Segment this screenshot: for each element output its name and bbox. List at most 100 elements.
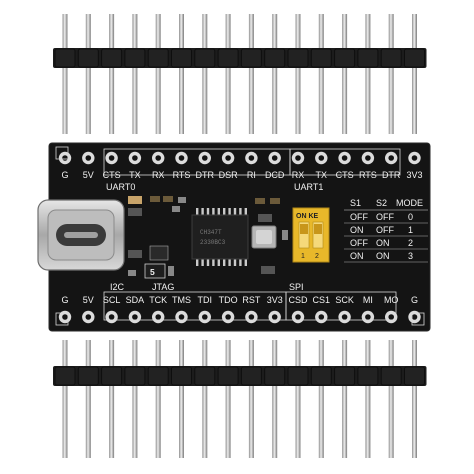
spi-label: SPI — [289, 282, 304, 292]
bottom-header-segment — [101, 366, 123, 386]
top-header-pin — [132, 14, 138, 134]
dip-switch-number-2: 2 — [315, 253, 319, 260]
top-header-segment — [310, 48, 332, 68]
top-header-segment — [147, 48, 169, 68]
top-pad-hole — [202, 155, 208, 161]
ic-leg — [239, 258, 242, 266]
top-pad-hole — [132, 155, 138, 161]
ic-leg — [223, 208, 226, 216]
bottom-header-segment — [147, 366, 169, 386]
bottom-pin-label: TCK — [149, 295, 167, 305]
top-pad-hole — [178, 155, 185, 161]
bottom-pin-label: TDO — [219, 295, 238, 305]
bottom-header-pin — [318, 340, 324, 458]
ic-leg — [212, 208, 215, 216]
bottom-header-segment — [240, 366, 262, 386]
bottom-pin-label: MO — [384, 295, 399, 305]
top-pad-hole — [85, 155, 92, 161]
passive-components — [128, 196, 288, 276]
top-header-segment — [194, 48, 216, 68]
dip-switch-number-1: 1 — [301, 253, 305, 260]
mode-table-header-s1: S1 — [350, 198, 361, 208]
top-pin-label: 3V3 — [406, 170, 422, 180]
ic-leg — [228, 208, 231, 216]
top-header-segment — [77, 48, 99, 68]
top-header-segment — [171, 48, 192, 68]
top-header-pin — [412, 14, 417, 134]
top-header-segment — [54, 48, 76, 68]
bottom-header-pin — [248, 340, 254, 458]
regulator-marking: 5 — [150, 267, 155, 277]
top-pin-header — [53, 14, 427, 134]
bottom-header-segment — [380, 366, 402, 386]
top-header-segment — [380, 48, 402, 68]
bottom-pad-hole — [318, 314, 325, 320]
top-pad-hole — [341, 155, 348, 161]
top-pin-label: DCD — [265, 170, 285, 180]
top-header-pin — [272, 14, 278, 134]
top-pin-label: DTR — [196, 170, 215, 180]
bottom-header-segment — [171, 366, 192, 386]
mode-table-header-mode: MODE — [396, 198, 423, 208]
bottom-header-pin — [412, 340, 417, 458]
bottom-header-pin — [225, 340, 231, 458]
top-header-segment — [217, 48, 239, 68]
bottom-pin-label: 3V3 — [267, 295, 283, 305]
top-header-pin — [85, 14, 91, 134]
top-pad-hole — [295, 155, 301, 161]
bottom-pad-hole — [271, 314, 278, 320]
ic-leg — [201, 208, 204, 216]
uart0-label: UART0 — [106, 182, 135, 192]
ic-leg — [201, 258, 204, 266]
bottom-pad-hole — [108, 314, 115, 320]
top-pad-hole — [155, 155, 161, 161]
ic-leg — [196, 208, 199, 216]
top-pad-hole — [411, 155, 418, 161]
top-pin-label: DSR — [219, 170, 239, 180]
top-header-segment — [404, 48, 425, 68]
ic-leg — [244, 208, 247, 216]
top-header-pin — [342, 14, 348, 134]
crystal-oscillator — [251, 225, 277, 249]
bottom-pad-hole — [132, 314, 138, 320]
dip-switch-icon: ON KE 1 2 — [292, 207, 330, 263]
mode-table-cell: ON — [376, 251, 390, 261]
mode-table-cell: ON — [350, 225, 364, 235]
bottom-header-segment — [124, 366, 146, 386]
bottom-header-segment — [310, 366, 332, 386]
top-pin-label: RTS — [173, 170, 191, 180]
bottom-pad-hole — [248, 314, 255, 320]
bottom-pad-hole — [295, 314, 301, 320]
top-pin-label: CTS — [336, 170, 354, 180]
ic-leg — [212, 258, 215, 266]
bottom-pad-hole — [62, 314, 68, 320]
ic-leg — [228, 258, 231, 266]
top-pin-label: RX — [152, 170, 165, 180]
top-pin-label: TX — [129, 170, 141, 180]
top-pad-hole — [271, 155, 278, 161]
bottom-pin-label: CSD — [288, 295, 308, 305]
bottom-pad-hole — [365, 314, 371, 320]
top-pad-hole — [248, 155, 255, 161]
chip-marking-line2: 2330BC3 — [200, 239, 226, 246]
top-pad-hole — [225, 155, 231, 161]
bottom-header-pin — [342, 340, 348, 458]
top-header-pin — [155, 14, 161, 134]
mode-table-cell: OFF — [350, 212, 368, 222]
ic-leg — [206, 258, 210, 266]
ic-leg — [196, 258, 199, 266]
ic-leg — [206, 208, 210, 216]
i2c-label: I2C — [110, 282, 125, 292]
top-pin-label: TX — [316, 170, 328, 180]
bottom-pad-hole — [202, 314, 208, 320]
top-pin-label: RX — [292, 170, 305, 180]
top-pin-label: G — [61, 170, 68, 180]
uart1-label: UART1 — [294, 182, 323, 192]
bottom-header-segment — [357, 366, 379, 386]
top-pad-hole — [388, 155, 395, 161]
top-header-pin — [109, 14, 115, 134]
